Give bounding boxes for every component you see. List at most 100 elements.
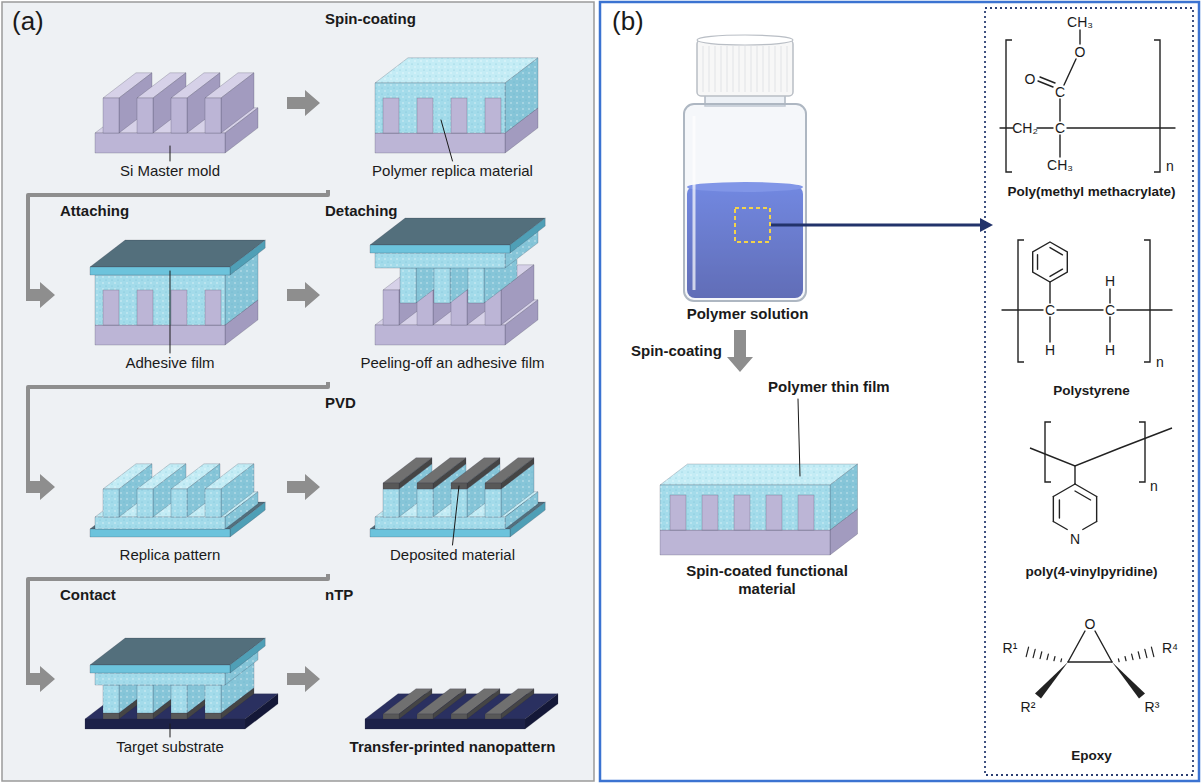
process-illustration [375, 133, 505, 153]
chemical-bond [1037, 127, 1053, 128]
step-caption: poly(4-vinylpyridine) [993, 564, 1190, 580]
atom-label: CH₂ [1012, 121, 1038, 135]
chemical-bond [1018, 240, 1024, 362]
step-caption: Spin-coated functional material [667, 562, 867, 598]
chemical-bond [1054, 656, 1055, 660]
atom-label: R¹ [1003, 641, 1018, 655]
process-illustration [510, 218, 545, 253]
chemical-bond [1083, 522, 1097, 530]
chemical-bond [1145, 649, 1147, 657]
chemical-bond [1117, 309, 1172, 310]
leader-line [170, 146, 171, 161]
vial-illustration [763, 46, 764, 92]
step-caption: Polymer replica material [320, 162, 585, 180]
process-illustration [451, 489, 467, 517]
chemical-bond [1033, 649, 1035, 657]
chemical-bond [1030, 428, 1172, 466]
step-heading: Contact [60, 586, 116, 604]
chemical-bond [1074, 466, 1075, 484]
process-illustration [370, 529, 510, 537]
leader-line [170, 724, 171, 737]
chemical-bond [1059, 500, 1060, 518]
chemical-bond [1033, 242, 1068, 282]
process-illustration [375, 253, 505, 268]
process-illustration [525, 694, 558, 729]
process-illustration [417, 98, 433, 133]
process-arrow [28, 574, 328, 679]
thin-film-illustration [702, 495, 718, 530]
process-illustration [119, 464, 152, 517]
process-illustration [375, 253, 505, 268]
atom-label: N [1070, 532, 1080, 546]
atom-label: O [1075, 45, 1086, 59]
chemical-bond [1037, 255, 1038, 269]
step-caption: Epoxy [993, 748, 1190, 764]
process-illustration [119, 464, 152, 517]
process-illustration [501, 689, 534, 719]
atom-label: n [1156, 355, 1164, 369]
process-arrow [727, 330, 753, 372]
thin-film-step: Polymer thin filmSpin-coated functional … [630, 372, 905, 625]
chemical-structure: Poly(methyl methacrylate) [993, 12, 1192, 212]
step-caption: Replica pattern [55, 546, 285, 564]
process-illustration [434, 268, 450, 303]
process-illustration [90, 665, 230, 673]
thin-film-illustration [660, 464, 858, 485]
thin-film-illustration [766, 495, 782, 530]
process-arrow [287, 282, 320, 308]
process-step: Si Master mold [55, 8, 287, 190]
chemical-bond [1109, 289, 1110, 303]
process-illustration [95, 275, 225, 325]
vial-illustration [703, 46, 704, 92]
process-illustration [221, 464, 254, 517]
leader-line [170, 120, 800, 737]
chemical-bond [1053, 484, 1075, 497]
vial-illustration [693, 116, 696, 290]
vial-illustration [775, 46, 776, 92]
atom-label: C [1055, 121, 1065, 135]
arrow-label: Spin-coating [629, 342, 724, 360]
process-illustration [375, 83, 505, 133]
process-illustration [119, 73, 152, 133]
chemical-structure: poly(4-vinylpyridine) [993, 412, 1192, 590]
thin-film-illustration [830, 464, 858, 530]
chemical-bond [1075, 491, 1091, 500]
process-illustration [505, 58, 538, 133]
process-arrow [980, 218, 993, 232]
process-illustration [95, 517, 225, 529]
process-illustration [153, 464, 186, 517]
process-illustration [383, 489, 399, 517]
step-caption: Deposited material [320, 546, 585, 564]
chemical-bond [1002, 309, 1043, 310]
vial-illustration [745, 46, 746, 92]
highlight-square [735, 208, 770, 242]
process-illustration [375, 517, 505, 529]
process-illustration [383, 483, 399, 489]
process-step: PVDDeposited material [320, 392, 587, 574]
chemical-bond [1035, 662, 1068, 699]
process-illustration [95, 673, 225, 685]
process-illustration [90, 529, 230, 537]
process-illustration [417, 489, 433, 517]
process-illustration [383, 714, 399, 719]
process-step: ContactTarget substrate [55, 584, 287, 766]
process-illustration [433, 458, 466, 489]
process-illustration [485, 489, 501, 517]
process-illustration [171, 489, 187, 517]
process-illustration [467, 689, 500, 719]
process-illustration [153, 464, 186, 517]
chemical-bond [1154, 40, 1160, 172]
process-arrow [28, 382, 328, 487]
chemical-bond [1040, 652, 1042, 659]
vial-illustration [787, 46, 788, 92]
atom-label: R⁴ [1162, 641, 1178, 655]
process-illustration [485, 483, 501, 489]
process-illustration [467, 458, 500, 489]
atom-label: CH₃ [1067, 15, 1093, 29]
atom-label: R² [1021, 700, 1036, 714]
chemical-bond [1132, 654, 1133, 660]
chemical-bond [1000, 30, 1175, 699]
process-illustration [221, 464, 254, 517]
process-illustration [205, 489, 221, 517]
